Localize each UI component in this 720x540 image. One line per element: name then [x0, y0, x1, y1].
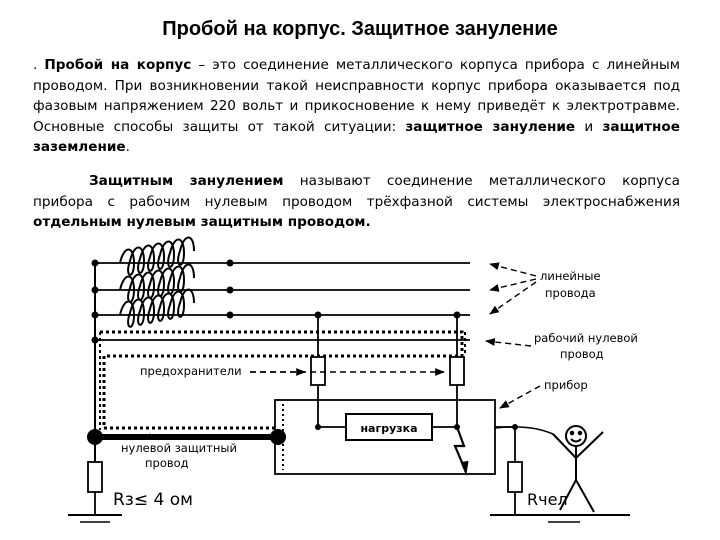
p1-method-zeroing: защитное зануление [405, 118, 576, 135]
neutral-work-label-2: провод [560, 347, 604, 361]
fuses-label: предохранители [140, 364, 242, 378]
transformer-coils [119, 236, 195, 328]
p2-term: Защитным занулением [89, 173, 284, 189]
p2-emph: отдельным нулевым защитным проводом. [33, 214, 371, 230]
load-label: нагрузка [360, 422, 417, 435]
annotation-arrows [148, 262, 541, 439]
breakdown-spark-icon [453, 426, 468, 473]
device-label: прибор [544, 378, 588, 392]
pe-wire-label-2: провод [145, 456, 189, 470]
human-resistor-rh [490, 426, 630, 523]
fuse-right [449, 315, 465, 427]
p1-term: Пробой на корпус [44, 57, 192, 73]
rz-label: Rз≤ 4 ом [113, 490, 193, 510]
slide-title: Пробой на корпус. Защитное зануление [162, 18, 558, 40]
p1-method-grounding: защитное заземление [33, 118, 680, 156]
paragraph-zeroing: Защитным занулением называют соединение … [33, 171, 680, 233]
neutral-work-label-1: рабочий нулевой [534, 331, 638, 345]
p2-body: называют соединение металлического корпу… [33, 173, 681, 210]
p1-and: и [575, 118, 603, 135]
line-wires-label-2: провода [545, 286, 596, 300]
junction-dots [91, 259, 518, 430]
pe-wire-label-1: нулевой защитный [121, 441, 237, 455]
touch-curve [494, 426, 554, 435]
paragraph-definition: . Пробой на корпус – это соединение мета… [33, 55, 680, 158]
rh-label: Rчел [527, 490, 568, 509]
person-icon [552, 425, 604, 513]
ground-resistor-rz [68, 461, 122, 523]
p1-lead: . [33, 57, 45, 73]
dotted-neutral-loop [100, 330, 464, 430]
fuse-left [310, 315, 326, 427]
line-wires-label-1: линейные [540, 269, 601, 283]
p1-end: . [125, 139, 130, 155]
p1-body: – это соединение металлического корпуса … [33, 57, 680, 135]
